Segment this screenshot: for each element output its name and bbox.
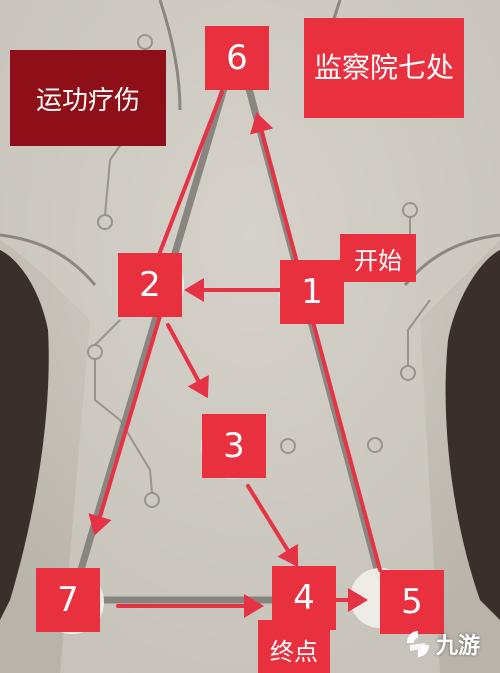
watermark: 九游	[404, 628, 480, 660]
watermark-text: 九游	[436, 634, 481, 659]
route-arrow-6-2	[158, 90, 224, 254]
acupoint-node-6[interactable]: 6	[205, 26, 269, 90]
location-title: 监察院七处	[304, 18, 464, 118]
start-label: 开始	[340, 234, 416, 282]
watermark-logo-icon	[407, 631, 429, 657]
route-arrow-3-4	[246, 484, 299, 568]
acupoint-node-5[interactable]: 5	[380, 570, 444, 634]
route-arrow-5-6	[250, 112, 382, 572]
end-label: 终点	[258, 620, 330, 673]
acupoint-node-2[interactable]: 2	[118, 253, 182, 317]
acupoint-node-4[interactable]: 4	[272, 566, 336, 630]
skill-name: 运功疗伤	[10, 50, 166, 146]
acupoint-node-1[interactable]: 1	[280, 260, 344, 324]
route-arrow-2-3	[166, 323, 209, 399]
acupoint-node-3[interactable]: 3	[202, 414, 266, 478]
acupoint-node-7[interactable]: 7	[36, 568, 100, 632]
route-arrow-2-7	[88, 314, 162, 536]
